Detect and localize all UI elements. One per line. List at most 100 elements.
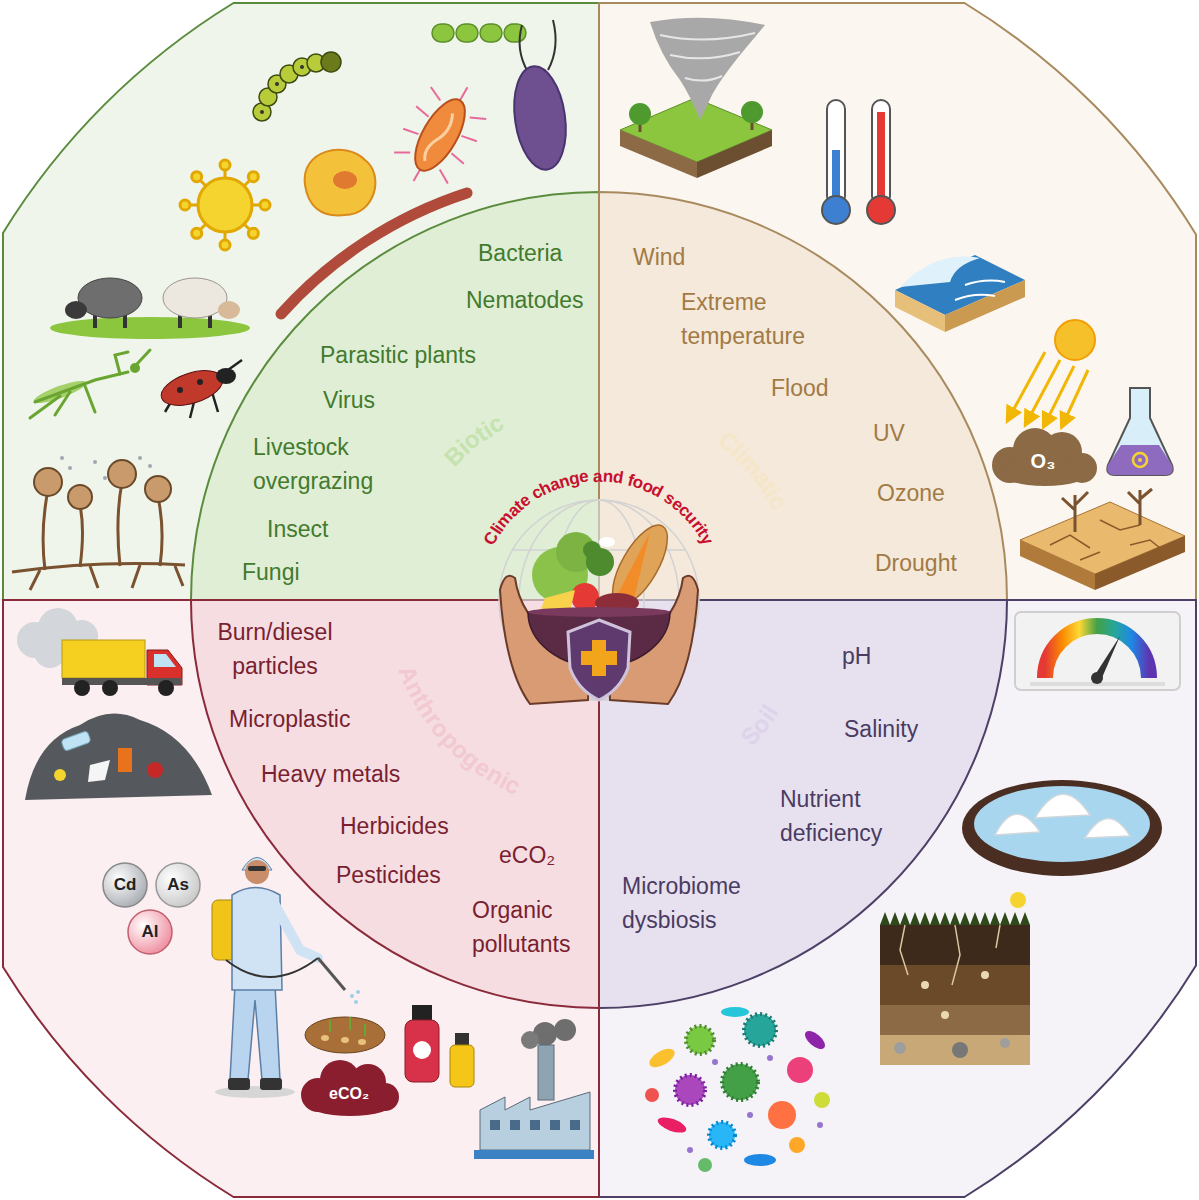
fungi — [60, 456, 64, 460]
garbage-heap — [25, 714, 212, 800]
bacteria-chain — [456, 24, 478, 42]
caterpillar — [321, 52, 341, 72]
globe-grid — [499, 500, 699, 700]
sprayer-person — [248, 866, 266, 871]
fungi — [132, 565, 140, 588]
truck — [102, 680, 118, 696]
spray-bottles — [455, 1033, 469, 1045]
factory — [550, 1120, 560, 1130]
soil-profile — [1010, 892, 1026, 908]
drought-land — [1095, 536, 1185, 590]
chemical-flask — [1107, 388, 1172, 475]
beetle — [228, 360, 242, 370]
category-label: Soil — [554, 654, 816, 844]
soil-profile — [894, 1042, 906, 1054]
band-outline — [191, 192, 599, 600]
rod-bacterium — [403, 126, 418, 137]
beetle — [157, 360, 242, 418]
category-band: Burn/diesel particlesMicroplasticHeavy m… — [191, 600, 599, 1008]
metal-spheres — [128, 910, 172, 954]
factor-label: pH — [842, 639, 871, 673]
shield — [592, 640, 606, 676]
soil-profile — [921, 981, 929, 989]
sprayer-person — [230, 985, 280, 1080]
factor-label: Extreme temperature — [681, 285, 831, 353]
beetle — [177, 387, 183, 393]
category-arrow: Climatic — [653, 383, 843, 645]
drought-land — [1020, 540, 1095, 590]
microbiome — [744, 1154, 776, 1166]
salt-puddle — [962, 780, 1162, 876]
salt-puddle — [995, 794, 1130, 838]
virus — [192, 172, 202, 182]
tornado-land — [741, 101, 763, 123]
category-arrow: Biotic — [382, 356, 644, 546]
virus — [248, 172, 258, 182]
rod-bacterium — [427, 87, 443, 101]
fungi — [80, 505, 83, 567]
microbiome — [687, 1055, 823, 1153]
virus — [248, 228, 258, 238]
factor-label: UV — [873, 416, 905, 450]
microbiome — [747, 1112, 753, 1118]
fungi — [148, 464, 152, 468]
soil-profile — [1000, 1038, 1010, 1048]
sprayer-person — [228, 1078, 250, 1090]
soil-profile — [981, 971, 989, 979]
co2-cloud — [301, 1060, 399, 1116]
soil-profile — [996, 925, 1000, 948]
spray-bottles — [412, 1005, 432, 1020]
tornado-land — [697, 130, 772, 178]
virus — [180, 200, 190, 210]
garbage-heap — [61, 731, 91, 752]
sprayer-person — [350, 994, 354, 998]
caterpillar — [275, 82, 279, 86]
quadrant-panel — [599, 3, 1196, 600]
band-outline — [599, 192, 1007, 600]
seedling-tray — [305, 1017, 385, 1053]
beetle — [216, 368, 236, 384]
seedling-tray — [358, 1039, 366, 1045]
caterpillar — [253, 52, 341, 121]
soil-profile — [941, 1011, 949, 1019]
fungi — [118, 482, 122, 566]
food — [540, 590, 575, 612]
globe-grid — [499, 599, 699, 601]
ph-gauge — [1045, 626, 1149, 678]
shield — [568, 620, 630, 700]
food — [602, 517, 678, 613]
factory — [510, 1120, 520, 1130]
globe-grid — [499, 500, 699, 700]
microbiome — [712, 1059, 718, 1065]
microbiome — [687, 1147, 693, 1153]
factory — [554, 1019, 576, 1041]
flood-wave — [965, 281, 1005, 285]
ozone-cloud — [1000, 458, 1090, 486]
mantis — [130, 363, 140, 373]
caterpillar — [260, 65, 304, 114]
flagellate — [520, 25, 528, 72]
fungi — [108, 460, 136, 488]
bacteria-chain — [432, 24, 454, 42]
fungi — [43, 490, 48, 570]
food — [532, 517, 678, 613]
microbiome — [802, 1028, 828, 1053]
microbiome — [675, 1075, 705, 1105]
protozoan — [305, 150, 376, 216]
center-circle: Climate change and food security — [449, 450, 749, 750]
flood-wave — [895, 255, 1025, 332]
sprayer-person — [226, 958, 318, 977]
tornado-land — [620, 130, 697, 178]
metal-spheres — [103, 863, 200, 954]
fungi — [34, 460, 171, 509]
illustration-label: O₃ — [1031, 450, 1056, 472]
seedling-tray — [321, 1035, 329, 1041]
microbiome — [722, 1064, 758, 1100]
microbiome — [768, 1101, 796, 1129]
exhaust-smoke — [34, 636, 66, 668]
factor-label: Fungi — [242, 555, 300, 589]
mantis — [30, 350, 150, 418]
rod-bacterium — [461, 133, 476, 144]
virus — [180, 160, 270, 250]
ph-gauge — [1015, 612, 1180, 690]
